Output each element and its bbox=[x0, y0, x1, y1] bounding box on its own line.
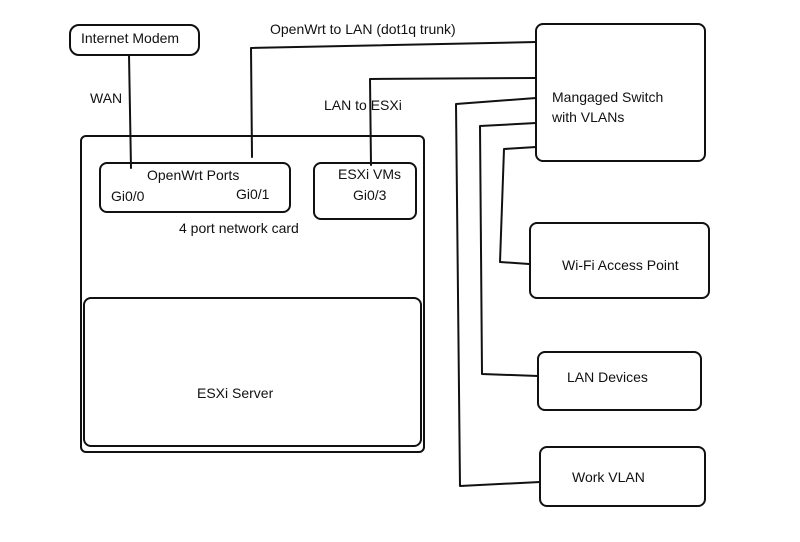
trunk-edge-label: OpenWrt to LAN (dot1q trunk) bbox=[270, 21, 456, 37]
wifi-access-point-node bbox=[529, 222, 710, 299]
lan-devices-label: LAN Devices bbox=[567, 369, 648, 385]
network-card-label: 4 port network card bbox=[179, 220, 299, 236]
server-frame bbox=[80, 135, 425, 453]
work-vlan-label: Work VLAN bbox=[572, 469, 645, 485]
trunk-line bbox=[250, 41, 537, 158]
lan-devices-node bbox=[537, 351, 702, 411]
esxi-server-node bbox=[83, 297, 422, 447]
wan-line bbox=[128, 54, 132, 169]
wifi-line bbox=[499, 146, 537, 265]
esxi-server-label: ESXi Server bbox=[197, 385, 274, 401]
internet-modem-label: Internet Modem bbox=[81, 30, 180, 46]
work-vlan-line bbox=[455, 97, 541, 487]
lan-to-esxi-edge-label: LAN to ESXi bbox=[324, 97, 402, 113]
internet-modem-node bbox=[69, 24, 200, 56]
wan-edge-label: WAN bbox=[90, 90, 123, 106]
managed-switch-label-line1: Mangaged Switch bbox=[552, 89, 664, 105]
lan-devices-line bbox=[479, 122, 539, 377]
managed-switch-label-line2: with VLANs bbox=[552, 109, 625, 125]
openwrt-ports-label: OpenWrt Ports bbox=[147, 167, 240, 183]
esxi-vms-label: ESXi VMs bbox=[338, 166, 402, 182]
gi03-label: Gi0/3 bbox=[353, 187, 387, 203]
gi01-label: Gi0/1 bbox=[236, 186, 270, 202]
gi00-label: Gi0/0 bbox=[111, 188, 145, 204]
wifi-access-point-label: Wi-Fi Access Point bbox=[562, 257, 679, 273]
esxi-vms-node bbox=[313, 162, 417, 220]
work-vlan-node bbox=[539, 446, 706, 507]
openwrt-ports-node bbox=[99, 162, 291, 213]
managed-switch-node bbox=[535, 23, 706, 162]
